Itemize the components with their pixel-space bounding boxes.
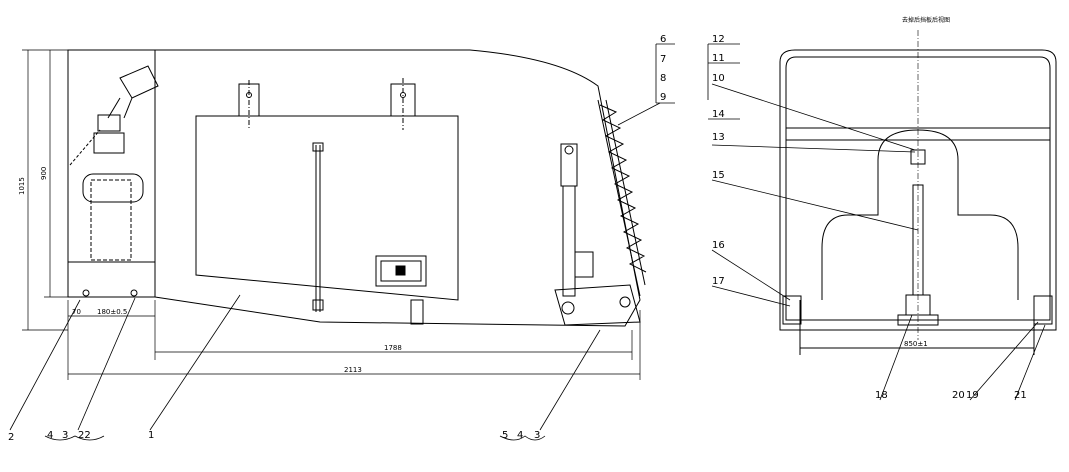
callout-11: 11 (712, 53, 725, 64)
dim-height-outer: 1015 (18, 177, 26, 195)
callout-4-left: 4 (47, 430, 53, 441)
box-inner-plate (90, 179, 132, 261)
callout-6: 6 (660, 34, 666, 45)
drain-pipe (410, 299, 424, 325)
callout-3-left: 3 (62, 430, 68, 441)
callout-16: 16 (712, 240, 725, 251)
side-view-leaders (9, 43, 675, 441)
tank-body-outline (154, 49, 641, 327)
callout-21: 21 (1014, 390, 1027, 401)
callout-22: 22 (78, 430, 91, 441)
dim-bolt-spacing: 180±0.5 (97, 308, 127, 316)
dim-length-total: 2113 (344, 366, 362, 374)
inner-tank (195, 115, 459, 301)
side-view-dimensions (22, 49, 641, 380)
callout-3-right: 3 (534, 430, 540, 441)
lifting-lug-left (238, 80, 260, 130)
callout-15: 15 (712, 170, 725, 181)
callout-18: 18 (875, 390, 888, 401)
rear-view-leaders (707, 43, 1046, 401)
rear-gate-plate (597, 99, 647, 297)
side-view (67, 49, 647, 327)
bolt-left-1 (82, 289, 90, 297)
lifting-lug-right (390, 78, 416, 130)
callout-12: 12 (712, 34, 725, 45)
tunnel-cutout (821, 129, 1019, 300)
callout-4-right: 4 (517, 430, 523, 441)
inspection-window (375, 255, 427, 287)
callout-17: 17 (712, 276, 725, 287)
bolt-left-2 (130, 289, 138, 297)
rear-body-outline (779, 49, 1057, 331)
mount-left (782, 295, 802, 325)
callout-2: 2 (8, 432, 14, 443)
rear-strut (897, 149, 939, 326)
callout-20: 20 (952, 390, 965, 401)
dim-length-main: 1788 (384, 344, 402, 352)
level-gauge-rod (312, 142, 324, 312)
front-box-section (67, 49, 156, 298)
callout-1: 1 (148, 430, 154, 441)
callout-14: 14 (712, 109, 725, 120)
callout-8: 8 (660, 73, 666, 84)
dim-height-inner: 900 (40, 167, 48, 180)
callout-7: 7 (660, 54, 666, 65)
callout-5: 5 (502, 430, 508, 441)
callout-13: 13 (712, 132, 725, 143)
rear-view (779, 30, 1057, 355)
rear-view-title: 去掉后挡板后视图 (902, 16, 950, 24)
rear-inner-outline (785, 56, 1051, 321)
callout-19: 19 (966, 390, 979, 401)
dim-mount-width: 850±1 (904, 340, 928, 348)
callout-9: 9 (660, 92, 666, 103)
nozzle-assembly (69, 65, 159, 166)
box-handle-slot (82, 173, 144, 203)
callout-10: 10 (712, 73, 725, 84)
dim-left-offset: 70 (72, 308, 81, 316)
